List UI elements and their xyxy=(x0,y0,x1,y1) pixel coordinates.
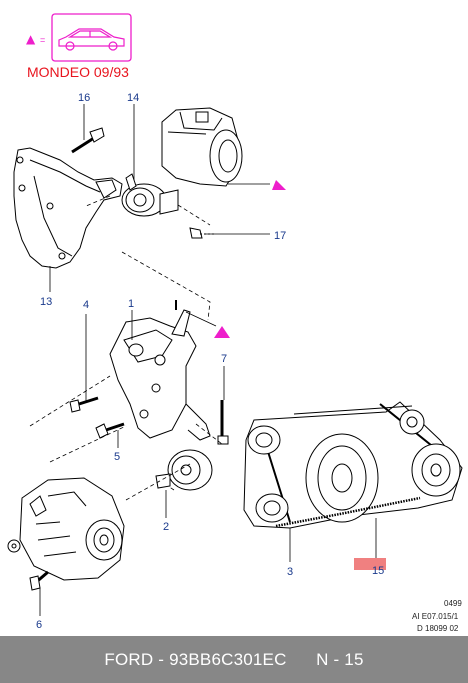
car-icon xyxy=(58,28,125,51)
footer-bar: FORD - 93BB6C301EC N - 15 xyxy=(0,636,468,683)
callout-16: 16 xyxy=(78,92,90,104)
triangle-marker-icon xyxy=(214,326,230,338)
bolt-16 xyxy=(71,127,105,154)
footer-page: N - 15 xyxy=(316,649,364,669)
idler-pulley-2 xyxy=(155,449,213,491)
parts-diagram: ▲ = MONDEO 09/93 xyxy=(7,13,463,633)
alternator-bracket xyxy=(109,300,211,441)
footer-part-number: 93BB6C301EC xyxy=(169,649,287,669)
callout-2: 2 xyxy=(163,521,169,533)
leader-lines xyxy=(39,104,377,616)
callout-numbers: 16 14 17 13 4 1 7 5 2 6 3 15 xyxy=(36,92,384,631)
callout-7: 7 xyxy=(221,353,227,365)
ref-line-2: AI E07.015/1 xyxy=(412,612,459,621)
bolt-4 xyxy=(69,396,99,413)
bolt-5 xyxy=(95,422,125,439)
legend-equals: = xyxy=(40,35,45,45)
callout-4: 4 xyxy=(83,299,89,311)
middle-construction-lines xyxy=(29,375,223,501)
bolt-6 xyxy=(29,570,49,591)
callout-13: 13 xyxy=(40,296,52,308)
triangle-marker-icon xyxy=(272,180,286,190)
bolt-7 xyxy=(217,400,229,445)
marker-bracket xyxy=(185,311,230,338)
legend: ▲ = MONDEO 09/93 xyxy=(26,13,132,80)
footer-brand: FORD xyxy=(104,649,154,669)
alternator xyxy=(7,477,125,581)
callout-5: 5 xyxy=(114,451,120,463)
upper-construction-lines xyxy=(85,195,211,321)
callout-3: 3 xyxy=(287,566,293,578)
highlight-box xyxy=(354,558,386,570)
callout-1: 1 xyxy=(128,298,134,310)
ref-line-3: D 18099 02 xyxy=(417,624,459,633)
callout-6: 6 xyxy=(36,619,42,631)
marker-compressor xyxy=(228,180,286,190)
ref-line-1: 0499 xyxy=(444,599,462,608)
callout-17: 17 xyxy=(274,230,286,242)
car-icon-frame xyxy=(51,13,132,62)
drive-belt-layout xyxy=(243,401,463,529)
bolt-17 xyxy=(189,227,214,239)
reference-codes: 0499 AI E07.015/1 D 18099 02 xyxy=(412,599,462,633)
legend-marker: ▲ xyxy=(26,32,36,46)
tensioner-pulley-14 xyxy=(121,173,179,217)
callout-14: 14 xyxy=(127,92,139,104)
callout-15: 15 xyxy=(372,565,384,577)
ac-compressor xyxy=(161,107,243,187)
legend-model: MONDEO 09/93 xyxy=(27,64,129,80)
mounting-bracket xyxy=(13,147,123,269)
